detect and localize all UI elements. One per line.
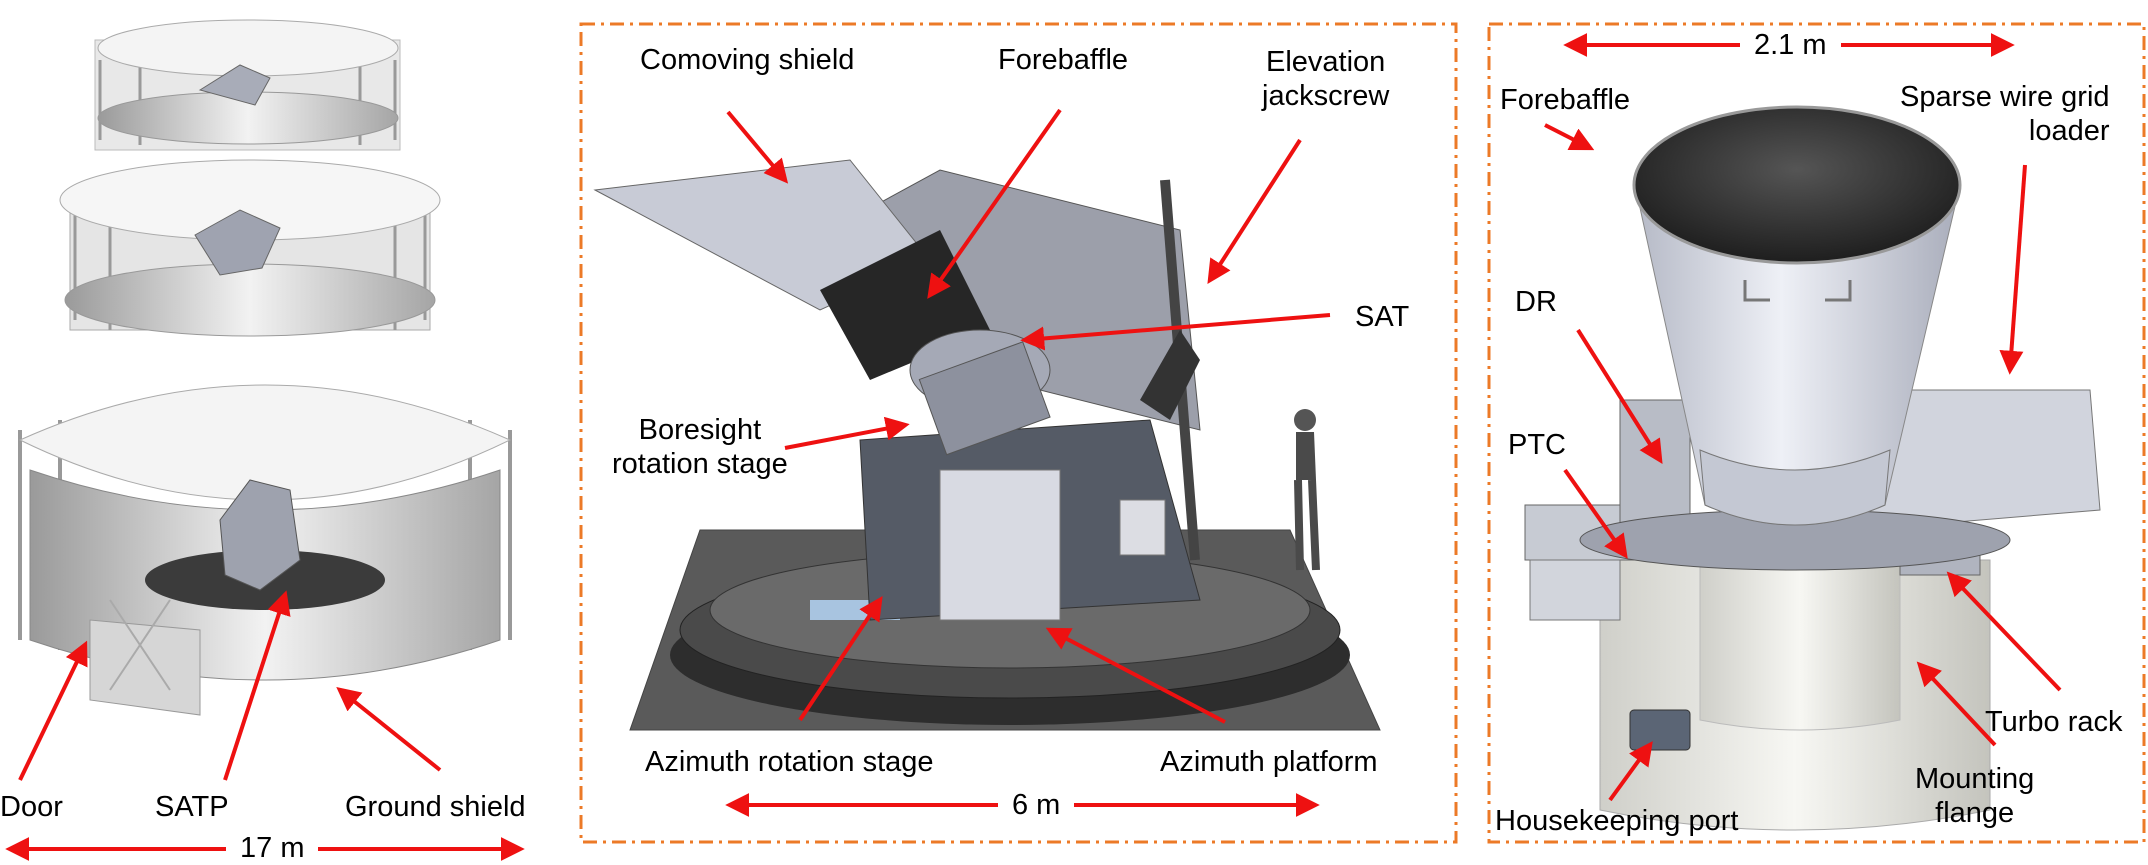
arrow-forebaffle-right [1544, 123, 1595, 151]
arrow-ptc [1563, 468, 1628, 559]
arrow-mounting-flange [1916, 661, 1997, 747]
label-sat: SAT [1355, 301, 1410, 333]
label-comoving-shield: Comoving shield [640, 44, 855, 76]
dimension-2-1m: 2.1 m [1740, 28, 1841, 62]
annotation-arrows [18, 108, 2062, 802]
ground-shield-illustration [18, 19, 512, 716]
arrow-satp [223, 590, 291, 781]
arrow-wire-grid [1999, 164, 2027, 375]
label-elevation-jackscrew: Elevation jackscrew [1262, 46, 1390, 112]
sat-receiver-illustration [1524, 105, 2101, 831]
shield-small-top [94, 19, 401, 151]
label-ptc: PTC [1508, 429, 1566, 461]
middle-panel-frame [579, 22, 1458, 844]
arrow-dr [1576, 328, 1663, 465]
arrow-door [18, 640, 88, 781]
label-ground-shield: Ground shield [345, 791, 526, 823]
label-turbo-rack: Turbo rack [1985, 706, 2123, 738]
arrow-housekeeping [1608, 741, 1653, 802]
label-boresight-rotation-stage: Boresight rotation stage [612, 414, 788, 480]
arrow-sat [1020, 313, 1331, 351]
label-forebaffle-right: Forebaffle [1500, 84, 1631, 116]
arrow-boresight [784, 416, 910, 450]
arrow-azimuth-platform [1045, 627, 1226, 724]
arrow-forebaffle-mid [927, 108, 1062, 299]
label-satp: SATP [155, 791, 229, 823]
right-panel-frame [1487, 22, 2146, 844]
label-dr: DR [1515, 286, 1557, 318]
label-mounting-flange: Mounting flange [1915, 763, 2035, 829]
label-azimuth-platform: Azimuth platform [1160, 746, 1378, 778]
label-housekeeping-port: Housekeeping port [1495, 805, 1739, 837]
dimension-6m: 6 m [998, 788, 1075, 822]
label-azimuth-rotation-stage: Azimuth rotation stage [645, 746, 934, 778]
shield-medium [59, 159, 441, 337]
arrow-comoving-shield [726, 110, 789, 184]
label-door: Door [0, 791, 63, 823]
dimension-17m: 17 m [226, 831, 319, 865]
label-forebaffle-middle: Forebaffle [998, 44, 1129, 76]
shield-large-front [18, 384, 512, 716]
arrow-ground-shield [336, 687, 442, 772]
arrow-azimuth-rotation [798, 596, 883, 722]
arrow-turbo-rack [1946, 571, 2062, 692]
label-sparse-wire-grid-loader: Sparse wire grid loader [1900, 81, 2110, 147]
arrow-jackscrew [1207, 138, 1302, 285]
person-scale-figure [1294, 409, 1320, 571]
